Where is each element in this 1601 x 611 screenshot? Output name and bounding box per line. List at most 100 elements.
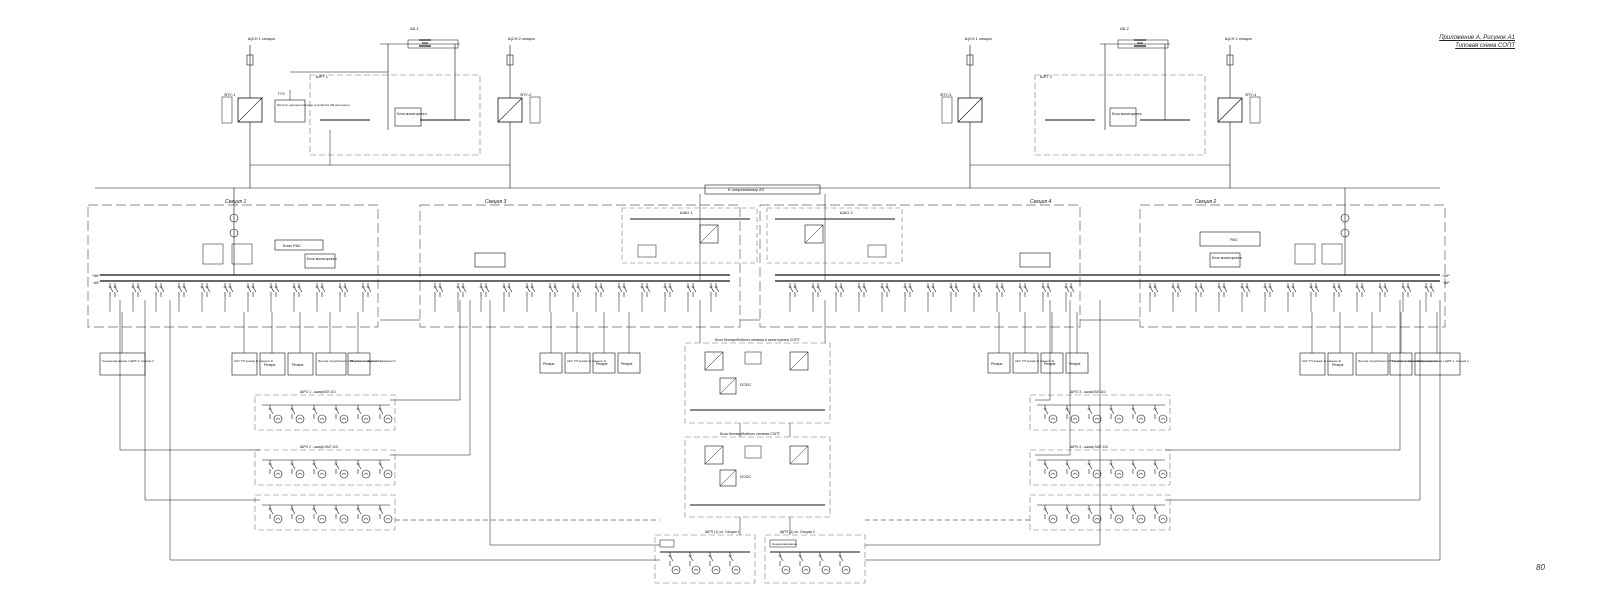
feeder-breaker [862, 282, 868, 298]
dist-load-symbol [1070, 514, 1080, 524]
load-3: Резерв [264, 363, 276, 367]
battery-group-2: ШРТ 2 АБ-2 Блок мониторинга [1034, 26, 1206, 156]
dist-2-label: ШРО 2 - шкаф ЗАП 110 [300, 445, 338, 449]
section-3-label: Секция 3 [485, 199, 506, 205]
shao1-label: ШАО 1 [680, 210, 693, 215]
feeder-breaker [479, 282, 485, 298]
ab2-label: АБ-2 [1120, 26, 1130, 31]
dist-load-symbol [339, 414, 349, 424]
zpu1-label: ЗПУ-1 [224, 92, 236, 97]
dist-breaker [378, 504, 384, 520]
feeder-breaker [1314, 282, 1320, 298]
feeder-breaker [640, 282, 646, 298]
bottom-breaker [688, 551, 694, 567]
dist-breaker [356, 504, 362, 520]
section-4-label: Секция 4 [1030, 199, 1051, 205]
bmon1-label: Блок мониторинга [397, 112, 427, 116]
dist-load-symbol [339, 469, 349, 479]
bottom-load-symbol [731, 565, 741, 575]
bmon2-label: Блок мониторинга [1112, 112, 1142, 116]
feeder-breaker [297, 282, 303, 298]
feeder-breaker [1153, 282, 1159, 298]
bmon4-label: Блок мониторинга [1212, 256, 1242, 260]
sheet-header: Приложение А. Рисунок А1 Типовая схема С… [1439, 34, 1515, 50]
feeder-breaker [1383, 282, 1389, 298]
section-2-label: Секция 2 [1195, 199, 1216, 205]
feeder-breaker [714, 282, 720, 298]
feeder-breaker [1309, 282, 1315, 298]
feeder-breaker [576, 282, 582, 298]
dist-feeders [262, 404, 1168, 524]
cab-1-label: ЩРП (1) сп. Секция 1 [705, 530, 740, 534]
feeder-breaker [456, 282, 462, 298]
dist-breaker [1131, 404, 1137, 420]
load-4: Резерв [292, 363, 304, 367]
bottom-breaker [818, 551, 824, 567]
feeder-breaker [1069, 282, 1075, 298]
load-12: АСУ ТП (шкаф 3) (панели 2) [1015, 359, 1054, 363]
feeder-drop-lines [109, 297, 1438, 353]
shpt1-label: ШРТ 1 [316, 74, 329, 79]
feeder-breaker [269, 282, 275, 298]
bmon3-label: Блок мониторинга [307, 257, 337, 261]
load-19: Секционирование с ЩРТ-1. Секция 1 [1417, 359, 1469, 363]
feeder-breaker [880, 282, 886, 298]
feeder-breaker [599, 282, 605, 298]
load-6: Защиты от обратной полярности [350, 359, 396, 363]
load-1: Секционирование с ЩРТ-3. Секция 2 [102, 359, 154, 363]
dist-load-symbol [383, 414, 393, 424]
feeder-breaker [246, 282, 252, 298]
dist-breaker [1065, 404, 1071, 420]
dist-breaker [1109, 504, 1115, 520]
bus-plus-right: +ШР [1442, 274, 1450, 278]
interconnect-lines [119, 300, 1441, 561]
feeder-breaker [709, 282, 715, 298]
feeder-breaker [1018, 282, 1024, 298]
feeder-breaker [274, 282, 280, 298]
feeder-breaker [548, 282, 554, 298]
dist-4-label: ШРО 4 - шкаф ЗАП 110 [1070, 445, 1108, 449]
feeder-breaker [553, 282, 559, 298]
shpt2-label: ШРТ 2 [1040, 74, 1053, 79]
bottom-load-symbol [841, 565, 851, 575]
dist-load-symbol [383, 514, 393, 524]
feeder-breaker [154, 282, 160, 298]
dist-load-symbol [1114, 469, 1124, 479]
bottom-feeders [668, 551, 851, 575]
pas2-label: РАС [1230, 237, 1238, 242]
dist-breaker [268, 404, 274, 420]
feeder-breaker [1291, 282, 1297, 298]
dist-load-symbol [1048, 414, 1058, 424]
dist-load-symbol [295, 514, 305, 524]
dist-breaker [1131, 504, 1137, 520]
feeder-breaker [857, 282, 863, 298]
bottom-breaker [708, 551, 714, 567]
feeder-breaker [972, 282, 978, 298]
appendix-subtitle: Типовая схема СОПТ [1455, 43, 1515, 49]
feeder-breaker [617, 282, 623, 298]
dist-load-symbol [1048, 514, 1058, 524]
feeder-breaker [205, 282, 211, 298]
dist-load-symbol [383, 469, 393, 479]
section-4-frame: Секция 4 [759, 199, 1081, 328]
feeder-breaker [1176, 282, 1182, 298]
feeder-breaker [995, 282, 1001, 298]
bottom-breaker [728, 551, 734, 567]
feeder-breaker [926, 282, 932, 298]
zpu2-label: ЗПУ-2 [520, 92, 532, 97]
zpu3-label: ЗПУ-3 [940, 92, 952, 97]
feeder-breaker [686, 282, 692, 298]
dist-breaker [268, 504, 274, 520]
main-busbars: +ШР −ШР +ШР −ШР [92, 274, 1450, 285]
load-14: Резерв [1069, 362, 1081, 366]
dcdc-1: DC/DC [740, 383, 752, 387]
dist-load-symbol [317, 514, 327, 524]
feeder-breaker [530, 282, 536, 298]
shr4-label: ЩСН 2 секция [1225, 36, 1252, 41]
feeder-breaker [507, 282, 513, 298]
dist-load-symbol [361, 514, 371, 524]
feeder-breaker [113, 282, 119, 298]
feeder-breaker [484, 282, 490, 298]
feeder-breaker [1000, 282, 1006, 298]
feeder-breaker [811, 282, 817, 298]
